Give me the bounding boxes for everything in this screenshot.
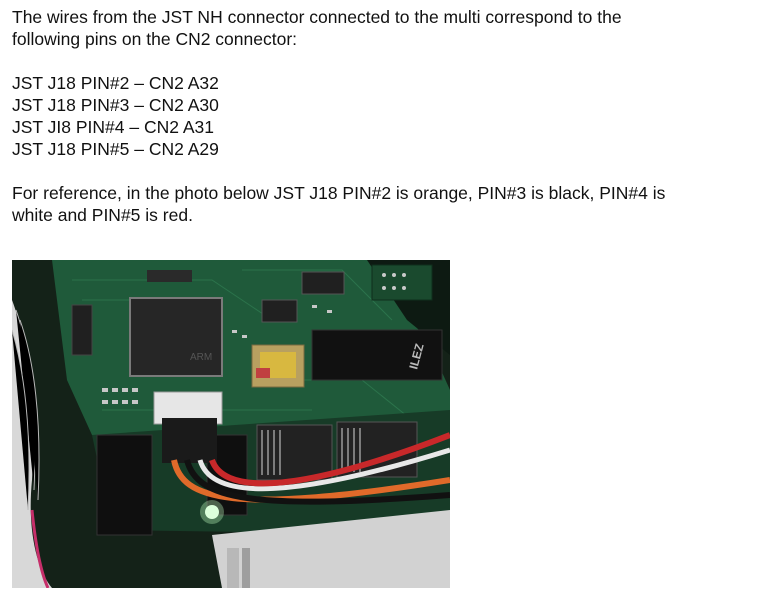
pin-mapping-item: JST J18 PIN#2 – CN2 A32 bbox=[12, 73, 219, 93]
document-body: The wires from the JST NH connector conn… bbox=[12, 6, 762, 226]
reference-line-2: white and PIN#5 is red. bbox=[12, 205, 193, 225]
red-wire bbox=[209, 432, 450, 487]
white-wire bbox=[197, 447, 450, 492]
intro-paragraph: The wires from the JST NH connector conn… bbox=[12, 6, 762, 50]
reference-paragraph: For reference, in the photo below JST J1… bbox=[12, 182, 762, 226]
board-label: ILEZ bbox=[406, 342, 426, 371]
pin-mapping-item: JST JI8 PIN#4 – CN2 A31 bbox=[12, 117, 215, 137]
intro-line-2: following pins on the CN2 connector: bbox=[12, 29, 298, 49]
arm-chip bbox=[129, 297, 223, 377]
pin-mapping-list: JST J18 PIN#2 – CN2 A32 JST J18 PIN#3 – … bbox=[12, 72, 762, 160]
memory-chip bbox=[256, 424, 333, 481]
circuit-board-photo: ARM ILEZ bbox=[12, 260, 450, 588]
pin-mapping-item: JST J18 PIN#3 – CN2 A30 bbox=[12, 95, 219, 115]
reference-line-1: For reference, in the photo below JST J1… bbox=[12, 183, 666, 203]
black-wire bbox=[184, 459, 450, 505]
pin-mapping-item: JST J18 PIN#5 – CN2 A29 bbox=[12, 139, 219, 159]
status-led bbox=[205, 505, 219, 519]
board-illustration: ARM ILEZ bbox=[12, 260, 450, 588]
chip-label: ARM bbox=[190, 352, 212, 363]
intro-line-1: The wires from the JST NH connector conn… bbox=[12, 7, 622, 27]
